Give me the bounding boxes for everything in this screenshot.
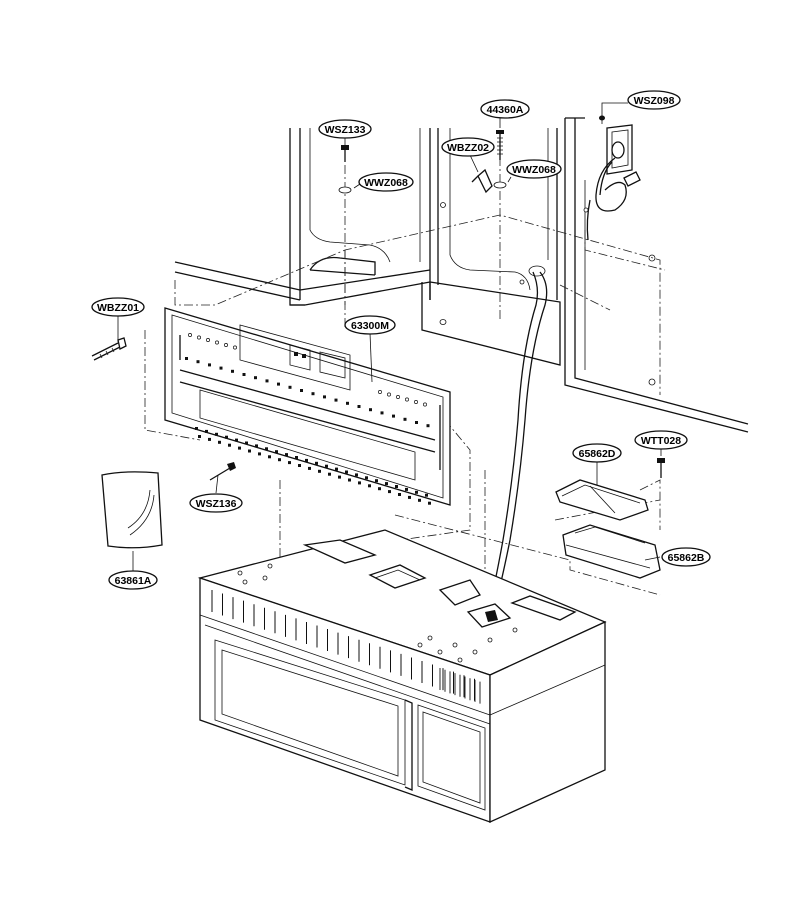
label-44360a: 44360A bbox=[480, 99, 530, 119]
filter-bag bbox=[101, 471, 163, 549]
svg-text:WTT028: WTT028 bbox=[641, 435, 681, 447]
label-wwz068-left: WWZ068 bbox=[358, 172, 414, 192]
label-63861a: 63861A bbox=[108, 570, 158, 590]
label-wwz068-right: WWZ068 bbox=[506, 159, 562, 179]
part-labels: WSZ098 44360A WSZ133 WBZZ02 WWZ068 WWZ06… bbox=[91, 90, 711, 590]
damper-parts bbox=[555, 458, 665, 579]
label-wsz098: WSZ098 bbox=[627, 90, 681, 110]
microwave-oven bbox=[197, 529, 607, 824]
svg-text:WBZZ01: WBZZ01 bbox=[97, 302, 139, 314]
wall-cabinets bbox=[174, 117, 749, 433]
wsz136-screw bbox=[209, 462, 236, 481]
svg-text:44360A: 44360A bbox=[487, 104, 524, 116]
label-wtt028: WTT028 bbox=[634, 430, 688, 450]
svg-text:WWZ068: WWZ068 bbox=[364, 177, 408, 189]
svg-text:WBZZ02: WBZZ02 bbox=[447, 142, 489, 154]
power-cord bbox=[586, 115, 641, 241]
svg-text:WWZ068: WWZ068 bbox=[512, 164, 556, 176]
svg-text:WSZ136: WSZ136 bbox=[196, 498, 237, 510]
label-wbzz02: WBZZ02 bbox=[441, 137, 495, 157]
svg-text:WSZ133: WSZ133 bbox=[325, 124, 366, 136]
label-65862d: 65862D bbox=[572, 443, 622, 463]
label-wsz136: WSZ136 bbox=[189, 493, 243, 513]
svg-text:63300M: 63300M bbox=[351, 320, 389, 332]
label-wsz133: WSZ133 bbox=[318, 119, 372, 139]
svg-text:65862B: 65862B bbox=[668, 552, 705, 564]
leader-lines bbox=[117, 102, 662, 572]
label-65862b: 65862B bbox=[661, 547, 711, 567]
wbzz01-screw bbox=[91, 337, 127, 361]
drop-cable bbox=[484, 265, 548, 626]
label-63300m: 63300M bbox=[344, 315, 396, 335]
mounting-plate bbox=[164, 307, 451, 506]
label-wbzz01: WBZZ01 bbox=[91, 297, 145, 317]
svg-text:63861A: 63861A bbox=[115, 575, 152, 587]
svg-text:65862D: 65862D bbox=[579, 448, 616, 460]
top-fasteners bbox=[338, 130, 507, 194]
svg-text:WSZ098: WSZ098 bbox=[634, 95, 675, 107]
